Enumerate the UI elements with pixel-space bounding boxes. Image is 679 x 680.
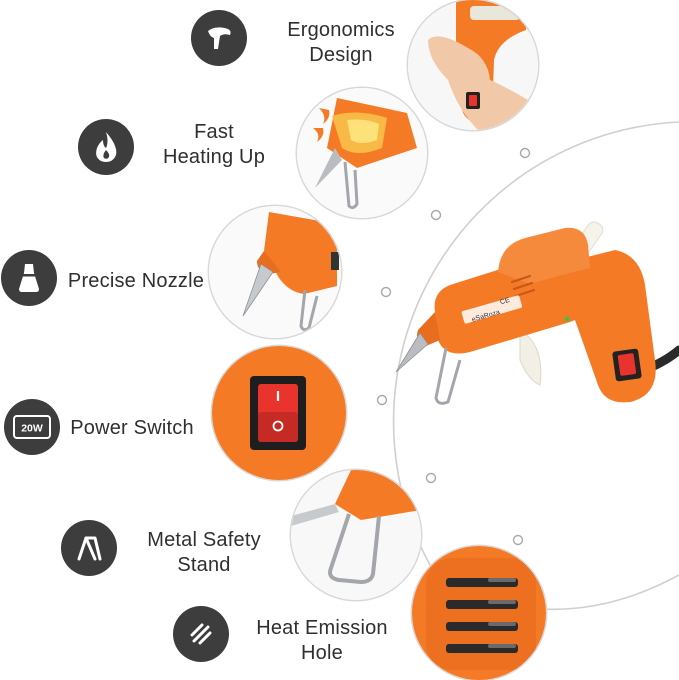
feature-label-power-switch: Power Switch (70, 417, 194, 439)
wattage-icon: 20W (4, 399, 60, 455)
thumb-ergonomics (408, 0, 538, 130)
hand-icon (191, 10, 247, 66)
feature-label-precise-nozzle: Precise Nozzle (67, 270, 205, 292)
arc-dots (376, 147, 531, 546)
thumb-fast-heating (297, 88, 427, 218)
thumb-metal-stand (291, 470, 421, 600)
stand-icon (61, 520, 117, 576)
feature-label-fast-heating: Fast Heating Up (162, 121, 266, 168)
thumb-precise-nozzle (209, 206, 341, 338)
flame-icon (78, 119, 134, 175)
thumb-heat-emission (412, 546, 546, 680)
wattage-text: 20W (21, 423, 43, 435)
hero-glue-gun: eSaRoza CE (395, 221, 679, 405)
hero-ce-mark: CE (499, 297, 511, 307)
vent-icon (173, 606, 229, 662)
thumb-power-switch (212, 346, 346, 480)
feature-label-ergonomics: Ergonomics Design (287, 19, 395, 66)
feature-label-metal-stand: Metal Safety Stand (147, 529, 261, 576)
nozzle-icon (1, 250, 57, 306)
feature-label-heat-emission: Heat Emission Hole (256, 617, 388, 664)
